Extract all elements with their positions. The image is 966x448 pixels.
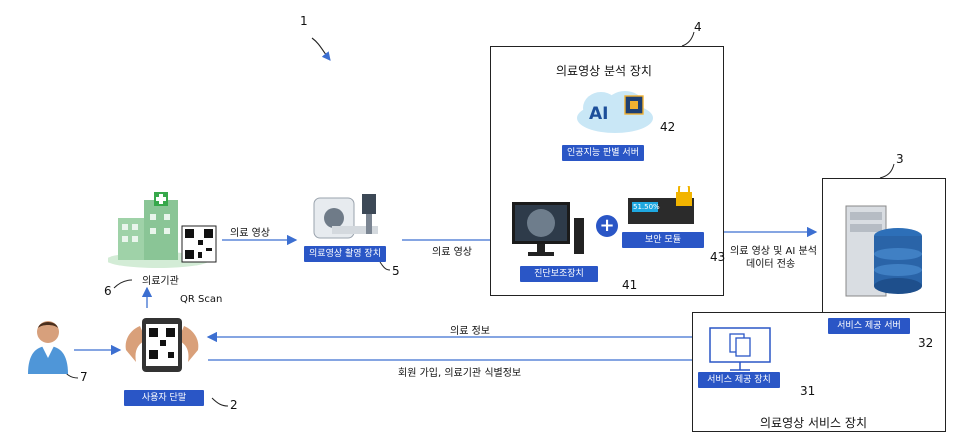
analysis-box-number: 4 xyxy=(694,20,702,34)
ai-server-number: 42 xyxy=(660,120,676,134)
service-device-label: 서비스 제공 장치 xyxy=(698,372,780,388)
analysis-box-title: 의료영상 분석 장치 xyxy=(556,64,652,78)
service-box-number: 3 xyxy=(896,152,904,166)
imaging-number: 5 xyxy=(392,264,400,278)
service-box-title: 의료영상 서비스 장치 xyxy=(760,416,867,430)
ai-text: AI xyxy=(589,104,609,124)
user-terminal-icon xyxy=(122,310,202,376)
diagnosis-label: 진단보조장치 xyxy=(520,266,598,282)
edge-service-terminal-label: 의료 정보 xyxy=(450,326,490,337)
diagnosis-number: 41 xyxy=(622,278,638,292)
service-device-icon xyxy=(708,326,772,374)
security-module-label: 보안 모듈 xyxy=(622,232,704,248)
imaging-label: 의료영상 촬영 장치 xyxy=(304,246,386,262)
leader-5 xyxy=(379,261,391,271)
edge-analysis-service-label-1: 의료 영상 및 AI 분석 xyxy=(730,246,817,257)
user-person-icon xyxy=(26,318,70,374)
edge-imaging-diagnosis-label: 의료 영상 xyxy=(432,247,472,258)
leader-6 xyxy=(113,279,133,289)
terminal-number: 2 xyxy=(230,398,238,412)
service-device-number: 31 xyxy=(800,384,816,398)
plus-icon: + xyxy=(596,215,618,237)
user-number: 7 xyxy=(80,370,88,384)
leader-2 xyxy=(211,397,229,407)
diagnosis-monitor-icon xyxy=(512,200,592,260)
security-module-icon: 51.50% xyxy=(626,182,698,228)
service-server-number: 32 xyxy=(918,336,934,350)
leader-3 xyxy=(879,163,895,179)
server-database-icon xyxy=(836,196,926,306)
hospital-label: 의료기관 xyxy=(142,276,179,287)
terminal-label: 사용자 단말 xyxy=(124,390,204,406)
system-number: 1 xyxy=(300,14,308,28)
edge-hospital-imaging-label: 의료 영상 xyxy=(230,228,270,239)
hospital-icon xyxy=(106,192,220,268)
hospital-number: 6 xyxy=(104,284,112,298)
leader-1 xyxy=(311,37,331,61)
qr-scan-label: QR Scan xyxy=(180,294,223,305)
imaging-machine-icon xyxy=(312,190,382,246)
ai-cloud-icon: AI xyxy=(575,90,655,134)
leader-4 xyxy=(681,31,695,47)
security-module-number: 43 xyxy=(710,250,726,264)
service-server-label: 서비스 제공 서버 xyxy=(828,318,910,334)
edge-terminal-service-label: 회원 가입, 의료기관 식별정보 xyxy=(398,368,522,379)
edge-analysis-service-label-2: 데이터 전송 xyxy=(746,259,796,270)
ai-server-label: 인공지능 판별 서버 xyxy=(562,145,644,161)
security-display: 51.50% xyxy=(633,203,660,211)
